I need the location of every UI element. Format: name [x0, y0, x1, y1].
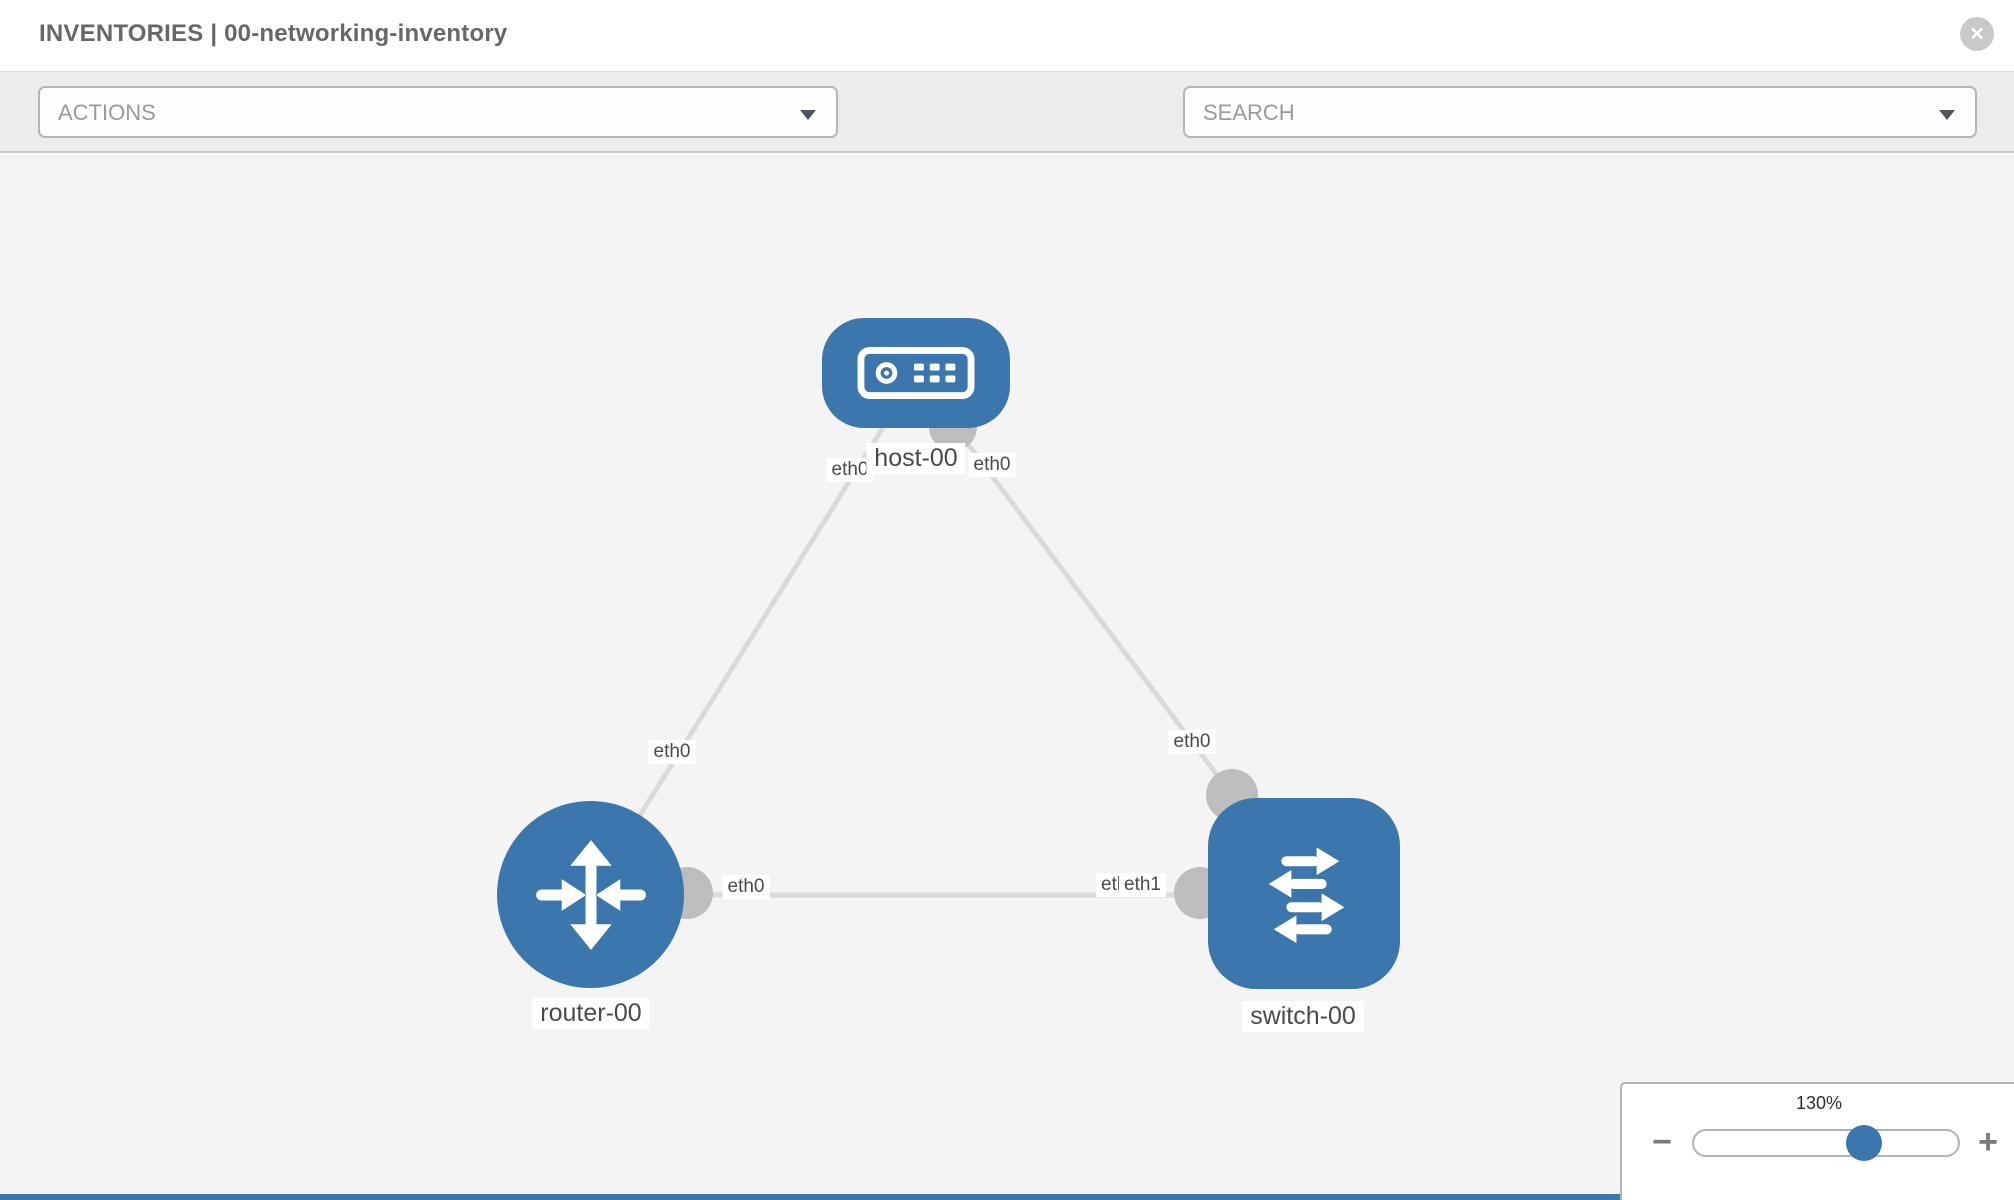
- node-label-switch-00: switch-00: [1242, 1001, 1364, 1032]
- edge-label-eth1: eth1: [1119, 873, 1166, 897]
- zoom-level-label: 130%: [1795, 1093, 1843, 1113]
- edge-label-eth0: eth0: [722, 875, 770, 899]
- minus-icon: −: [1652, 1123, 1672, 1161]
- switch-arrows-icon: [1268, 846, 1345, 943]
- close-icon: ✕: [1969, 24, 1985, 44]
- zoom-in-button[interactable]: +: [1968, 1122, 2008, 1162]
- search-dropdown[interactable]: SEARCH: [1183, 86, 1977, 138]
- search-dropdown-label: SEARCH: [1203, 100, 1295, 125]
- edge-label-eth0: eth0: [968, 453, 1016, 477]
- actions-dropdown[interactable]: ACTIONS: [38, 86, 838, 138]
- topology-canvas[interactable]: eth0 eth0 eth0 eth0 eth0 etl eth1 host-0…: [0, 155, 2014, 1200]
- header: INVENTORIES | 00-networking-inventory ✕: [0, 0, 2014, 72]
- server-icon: [857, 346, 975, 400]
- chevron-down-icon: [1939, 110, 1955, 120]
- close-button[interactable]: ✕: [1960, 17, 1994, 51]
- edge-label-eth0: eth0: [1168, 730, 1216, 754]
- chevron-down-icon: [800, 110, 816, 120]
- node-label-host-00: host-00: [866, 443, 966, 474]
- bottom-accent-strip: [0, 1194, 1622, 1200]
- zoom-slider-thumb[interactable]: [1846, 1125, 1882, 1161]
- page-title: INVENTORIES | 00-networking-inventory: [39, 20, 508, 47]
- topology-edges-layer: [587, 373, 1304, 919]
- node-label-router-00: router-00: [532, 998, 650, 1029]
- zoom-out-button[interactable]: −: [1642, 1122, 1682, 1162]
- actions-dropdown-label: ACTIONS: [58, 100, 156, 125]
- zoom-slider-track[interactable]: [1692, 1129, 1960, 1157]
- toolbar: ACTIONS SEARCH: [0, 72, 2014, 200]
- node-router-00[interactable]: [497, 801, 684, 988]
- node-switch-00[interactable]: [1208, 798, 1400, 989]
- edge-label-eth0: eth0: [648, 740, 696, 764]
- edge-label-eth0: eth0: [826, 458, 874, 482]
- plus-icon: +: [1978, 1123, 1998, 1161]
- router-arrows-icon: [535, 839, 646, 950]
- node-host-00[interactable]: [822, 318, 1010, 428]
- zoom-panel: 130% − +: [1620, 1082, 2014, 1200]
